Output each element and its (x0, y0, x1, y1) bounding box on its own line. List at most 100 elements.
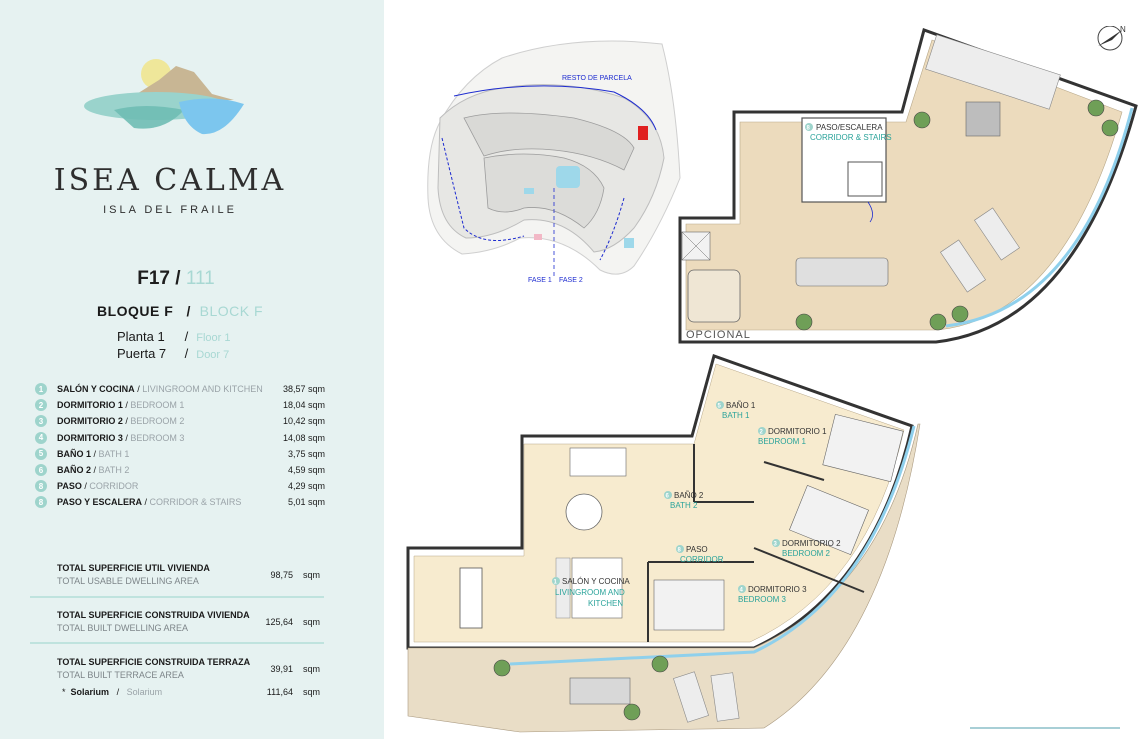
solarium-sep: / (116, 687, 120, 697)
room-name-es: DORMITORIO 1 (57, 400, 123, 411)
room-name-en: BEDROOM 2 (130, 416, 185, 427)
room-name-en: CORRIDOR & STAIRS (149, 497, 242, 508)
room-name-es: BAÑO 2 (57, 465, 92, 476)
plan-room-living: 1 SALÓN Y COCINA LIVINGROOM AND KITCHEN (552, 577, 630, 608)
room-number-badge: 8 (807, 126, 811, 132)
plan-room-bath2: 6 BAÑO 2 BATH 2 (664, 491, 704, 510)
plan-label-bed2-en: BEDROOM 2 (782, 549, 831, 558)
room-name: PASO / CORRIDOR (57, 481, 139, 492)
room-name-es: DORMITORIO 2 (57, 416, 123, 427)
compass-icon: N (1097, 26, 1126, 51)
floor-es: Planta 1 (117, 329, 165, 344)
room-row: 2 DORMITORIO 1 / BEDROOM 1 18,04 sqm (35, 397, 325, 413)
total-label-en: TOTAL BUILT TERRACE AREA (57, 670, 184, 680)
room-area: 4,59 sqm (287, 465, 325, 476)
room-name-es: SALÓN Y COCINA (57, 384, 135, 395)
room-area: 38,57 sqm (282, 384, 325, 395)
floor-en: Floor 1 (196, 332, 231, 344)
room-number-badge: 2 (760, 430, 764, 436)
room-number-badge: 3 (774, 542, 778, 548)
total-label-en: TOTAL USABLE DWELLING AREA (57, 576, 199, 586)
room-name-en: CORRIDOR (89, 481, 139, 492)
site-plan: RESTO DE PARCELA FASE 1 FASE 2 (427, 40, 681, 284)
solarium-plan: N 8 PASO/ESCALERA CORRIDOR & STAIRS OPCI… (678, 26, 1138, 344)
plan-room-bed3: 4 DORMITORIO 3 BEDROOM 3 (738, 585, 807, 604)
room-area: 14,08 sqm (282, 432, 325, 443)
unit-code-sep: / (175, 268, 181, 289)
room-number-badge: 3 (35, 415, 47, 428)
room-row: 8 PASO / CORRIDOR 4,29 sqm (35, 478, 325, 494)
plan-label-corridor-en: CORRIDOR (680, 555, 724, 564)
room-list: 1 SALÓN Y COCINA / LIVINGROOM AND KITCHE… (35, 381, 325, 511)
room-number-badge: 8 (678, 548, 682, 554)
plan-label-bed1-es: DORMITORIO 1 (768, 427, 827, 436)
plan-room-bed2: 3 DORMITORIO 2 BEDROOM 2 (772, 539, 841, 558)
site-plan-label-resto: RESTO DE PARCELA (562, 75, 632, 82)
plan-label-bath2-es: BAÑO 2 (674, 491, 704, 500)
solarium-en: Solarium (126, 687, 163, 697)
room-number-badge: 2 (35, 399, 47, 412)
total-label-es: TOTAL SUPERFICIE CONSTRUIDA VIVIENDA (57, 610, 250, 620)
optional-label: OPCIONAL (686, 329, 751, 341)
room-area: 10,42 sqm (282, 416, 325, 427)
block-label: BLOQUE F / BLOCK F (0, 303, 360, 319)
plan-room-bath1: 5 BAÑO 1 BATH 1 (716, 401, 756, 420)
plan-label-living-en2: KITCHEN (588, 599, 623, 608)
apartment-plan: 5 BAÑO 1 BATH 1 2 DORMITORIO 1 BEDROOM 1… (406, 354, 1120, 733)
total-number: 125,64 (265, 617, 293, 627)
total-unit: sqm (302, 570, 320, 580)
room-name-es: PASO Y ESCALERA (57, 497, 143, 508)
room-name: PASO Y ESCALERA / CORRIDOR & STAIRS (57, 497, 242, 508)
room-name: DORMITORIO 2 / BEDROOM 2 (57, 416, 185, 427)
total-number: 98,75 (270, 570, 293, 580)
room-name-en: BEDROOM 3 (130, 432, 185, 443)
room-number-badge: 4 (740, 588, 744, 594)
room-area: 3,75 sqm (287, 448, 325, 459)
total-terrace-area: TOTAL SUPERFICIE CONSTRUIDA TERRAZA TOTA… (57, 657, 322, 680)
room-row: 4 DORMITORIO 3 / BEDROOM 3 14,08 sqm (35, 430, 325, 446)
room-row: 8 PASO Y ESCALERA / CORRIDOR & STAIRS 5,… (35, 494, 325, 510)
room-number-badge: 8 (35, 496, 47, 509)
room-name: SALÓN Y COCINA / LIVINGROOM AND KITCHEN (57, 384, 263, 395)
site-plan-label-fase2: FASE 2 (559, 277, 583, 284)
info-panel: ISEA CALMA ISLA DEL FRAILE F17 / 111 BLO… (0, 0, 384, 739)
room-area: 5,01 sqm (287, 497, 325, 508)
room-number-badge: 6 (35, 464, 47, 477)
room-name-en: BATH 1 (98, 448, 130, 459)
room-row: 5 BAÑO 1 / BATH 1 3,75 sqm (35, 446, 325, 462)
room-number-badge: 8 (35, 480, 47, 493)
room-name-es: DORMITORIO 3 (57, 432, 123, 443)
floor-line: Planta 1 / Floor 1 (117, 329, 231, 344)
plan-label-bed3-en: BEDROOM 3 (738, 595, 787, 604)
solarium-unit: sqm (302, 687, 320, 697)
total-label-es: TOTAL SUPERFICIE UTIL VIVIENDA (57, 563, 210, 573)
logo-mark-icon (84, 59, 244, 135)
room-name-es: BAÑO 1 (57, 448, 92, 459)
plan-room-corridor: 8 PASO CORRIDOR (676, 545, 724, 564)
site-plan-label-fase1: FASE 1 (528, 277, 552, 284)
plan-label-bath1-es: BAÑO 1 (726, 401, 756, 410)
room-number-badge: 5 (718, 404, 722, 410)
brand-name: ISEA CALMA (53, 163, 287, 198)
room-name-es: PASO (57, 481, 82, 492)
room-name: DORMITORIO 3 / BEDROOM 3 (57, 432, 185, 443)
room-number-badge: 1 (35, 383, 47, 396)
room-name-en: LIVINGROOM AND KITCHEN (142, 384, 263, 395)
plan-label-living-en1: LIVINGROOM AND (555, 588, 625, 597)
total-label-es: TOTAL SUPERFICIE CONSTRUIDA TERRAZA (57, 657, 251, 667)
room-number-badge: 6 (666, 494, 670, 500)
total-unit: sqm (302, 617, 320, 627)
solarium-bullet: * (62, 687, 66, 697)
total-number: 39,91 (270, 664, 293, 674)
plan-label-bath1-en: BATH 1 (722, 411, 750, 420)
plan-label-bed1-en: BEDROOM 1 (758, 437, 807, 446)
door-es: Puerta 7 (117, 346, 167, 361)
room-area: 4,29 sqm (287, 481, 325, 492)
solarium-row: * Solarium / Solarium 111,64 sqm (62, 687, 322, 697)
block-es: BLOQUE F (96, 303, 174, 319)
room-row: 3 DORMITORIO 2 / BEDROOM 2 10,42 sqm (35, 413, 325, 429)
room-name: BAÑO 2 / BATH 2 (57, 465, 130, 476)
plan-label-stairs-en: CORRIDOR & STAIRS (810, 133, 892, 142)
room-number-badge: 1 (554, 580, 558, 586)
solarium-value: 111,64 sqm (250, 687, 320, 697)
